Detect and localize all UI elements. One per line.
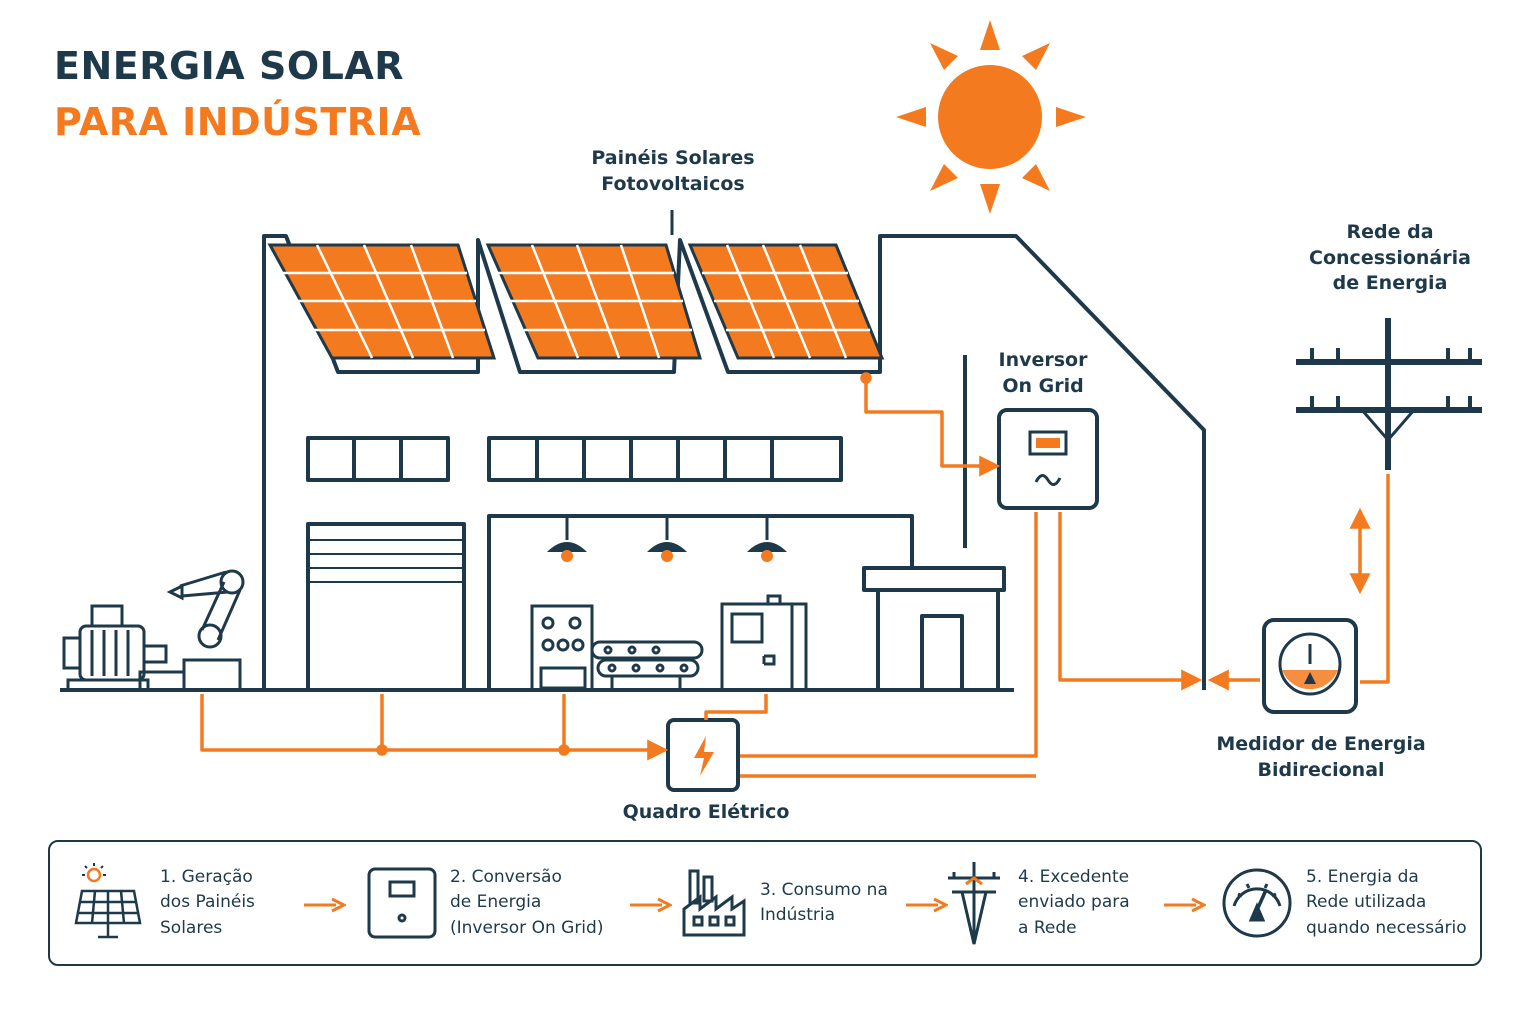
solar-panel-2 [485, 243, 703, 360]
ceiling-lamps [547, 516, 787, 562]
step-arrow-2 [630, 897, 672, 913]
electrical-panel-unit [666, 718, 740, 792]
industrial-machines [62, 569, 808, 692]
solar-panel-3 [687, 243, 885, 360]
sun-icon [896, 20, 1086, 214]
solar-panel-sun-icon [74, 863, 142, 939]
title-line-1: ENERGIA SOLAR [54, 44, 405, 88]
power-connections [200, 372, 1390, 778]
factory-icon [682, 869, 746, 937]
title-line-2: PARA INDÚSTRIA [54, 100, 422, 144]
inverter-icon [367, 867, 437, 939]
step-arrow-1 [304, 897, 346, 913]
inverter-unit [997, 408, 1099, 510]
solar-panel-1 [267, 243, 497, 360]
energy-meter-icon [1222, 868, 1292, 938]
utility-pole-icon [948, 862, 1000, 945]
step-arrow-4 [1164, 897, 1206, 913]
label-electrical-panel: Quadro Elétrico [622, 801, 790, 823]
solar-industry-diagram [60, 20, 1482, 792]
utility-pole [1296, 318, 1482, 470]
step-arrow-3 [906, 897, 948, 913]
bidirectional-meter [1262, 618, 1358, 714]
